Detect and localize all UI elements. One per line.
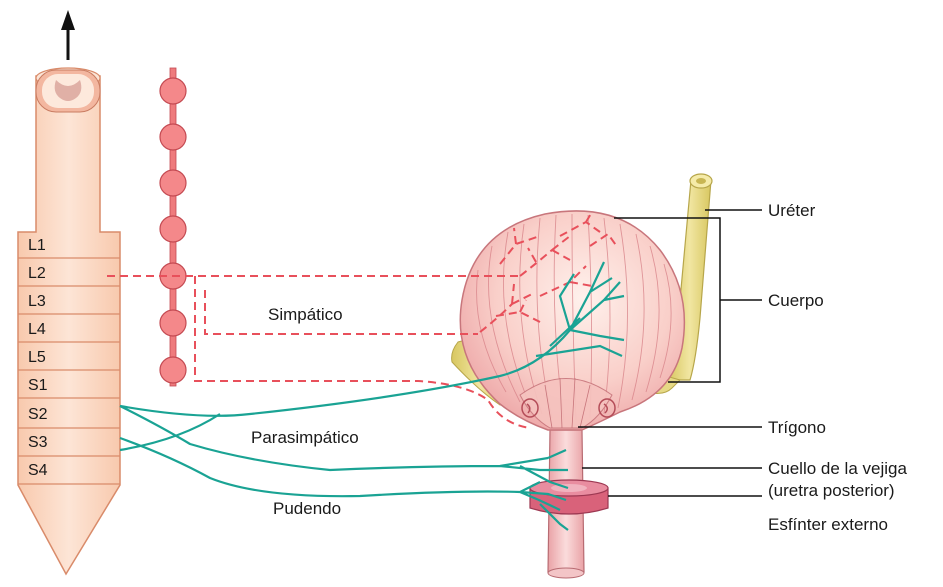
external-sphincter [530, 480, 608, 514]
segment-label: L2 [28, 265, 46, 282]
pudendal-nerve [120, 438, 568, 530]
parasympathetic-label: Parasimpático [251, 428, 359, 447]
ureter-label: Uréter [768, 201, 816, 220]
segment-label: S2 [28, 406, 48, 423]
segment-label: L1 [28, 237, 46, 254]
posterior-urethra-label: (uretra posterior) [768, 481, 895, 500]
spinal-cord: L1 L2 L3 L4 L5 S1 S2 S3 S4 [18, 10, 120, 574]
external-sphincter-label: Esfínter externo [768, 515, 888, 534]
sympathetic-label: Simpático [268, 305, 343, 324]
segment-label: S1 [28, 377, 48, 394]
pudendal-label: Pudendo [273, 499, 341, 518]
body-label: Cuerpo [768, 291, 824, 310]
segment-label: S3 [28, 434, 48, 451]
sympathetic-chain [160, 68, 186, 386]
segment-label: L5 [28, 349, 46, 366]
ascending-arrow-icon [61, 10, 75, 30]
segment-label: S4 [28, 462, 48, 479]
bladder-neck-label: Cuello de la vejiga [768, 459, 907, 478]
segment-label: L4 [28, 321, 46, 338]
spinal-cord-cross-section [36, 70, 100, 112]
trigone-label: Trígono [768, 418, 826, 437]
segment-label: L3 [28, 293, 46, 310]
